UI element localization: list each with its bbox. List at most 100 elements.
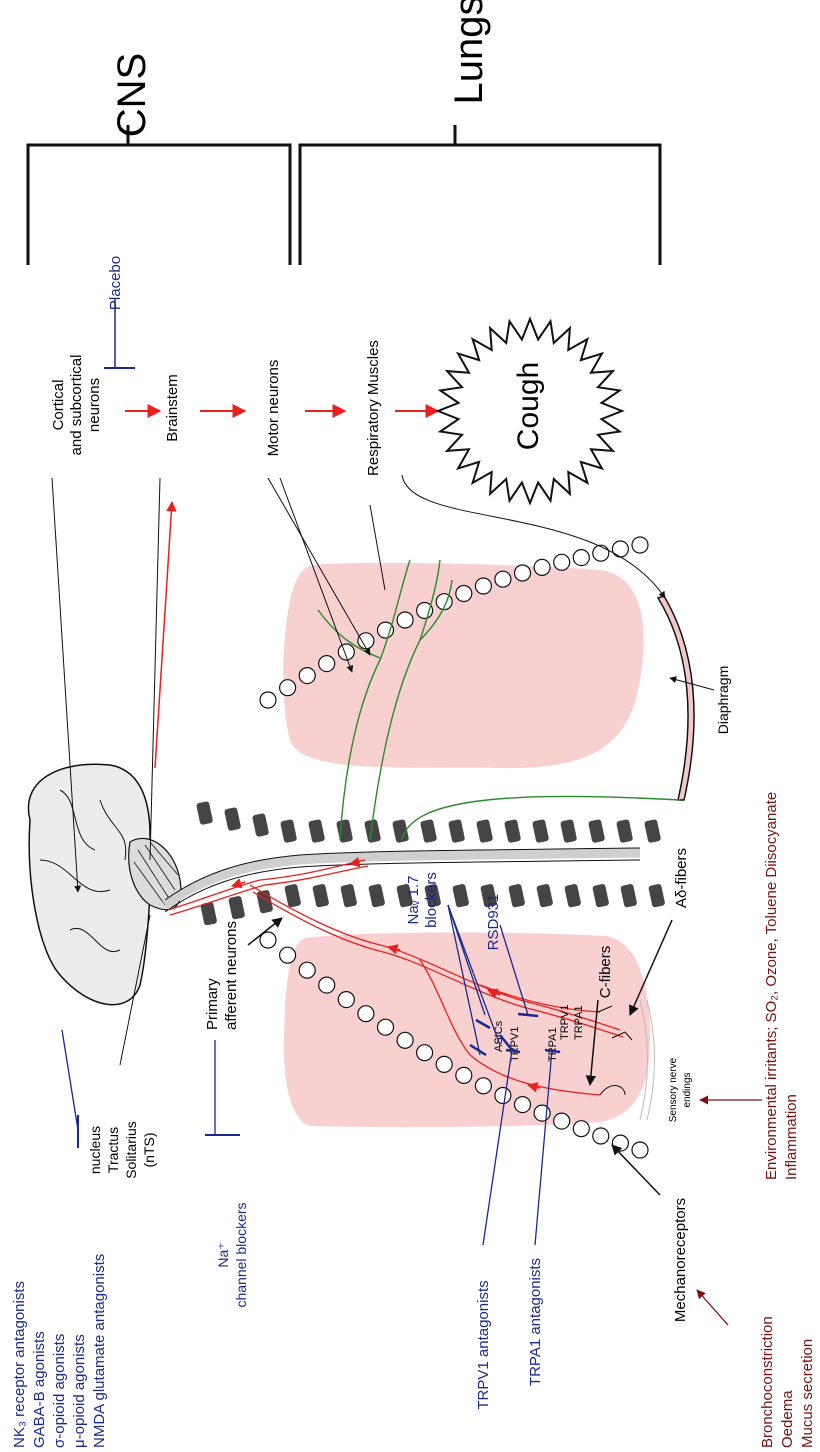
rib-segment (299, 962, 315, 978)
vertebra (592, 884, 609, 908)
svg-text:endings: endings (682, 1072, 693, 1107)
cns-bracket (28, 125, 290, 265)
rib-segment (456, 1067, 472, 1083)
lungs-bracket (300, 125, 660, 265)
cns-title: CNS (110, 53, 154, 137)
rib-segment (358, 1006, 374, 1022)
rib-segment (280, 947, 296, 963)
rib-segment (573, 550, 589, 566)
rsd931-label: RSD931 (485, 894, 502, 951)
vertebra (476, 819, 493, 843)
diaphragm-label: Diaphragm (715, 666, 731, 734)
central-drug-2: GABA-B agonists (31, 1331, 48, 1448)
diaphragm (658, 596, 694, 800)
central-drug-1: NK₃ receptor antagonists (11, 1281, 28, 1448)
svg-text:Tractus: Tractus (105, 1127, 121, 1173)
svg-text:channel blockers: channel blockers (233, 1202, 249, 1307)
tag-trpa1-upper: TRPA1 (573, 1005, 585, 1040)
svg-text:Bronchoconstriction: Bronchoconstriction (759, 1316, 776, 1448)
rib-segment (632, 537, 648, 553)
vertebra (336, 819, 353, 843)
lungs-title: Lungs (447, 0, 491, 104)
vertebra (280, 819, 297, 843)
svg-text:and subcortical: and subcortical (68, 355, 85, 456)
brainstem-label: Brainstem (164, 374, 181, 442)
rib-segment (495, 1088, 511, 1104)
a-delta-fibers-label: Aδ-fibers (673, 848, 690, 908)
rib-segment (280, 680, 296, 696)
rib-segment (358, 633, 374, 649)
vertebra (648, 884, 665, 908)
vertebra (228, 896, 245, 920)
rib-segment (417, 1045, 433, 1061)
nav-blockers-label: Naᵥ 1.7 blockers (405, 872, 440, 928)
tag-trpv1-upper: TRPV1 (559, 1005, 571, 1040)
svg-text:nucleus: nucleus (87, 1126, 103, 1174)
trpv1-antagonists-label: TRPV1 antagonists (475, 1280, 492, 1409)
rib-segment (632, 1142, 648, 1158)
vertebra (588, 819, 605, 843)
placebo-label: Placebo (107, 256, 124, 310)
rib-segment (378, 1019, 394, 1035)
respiratory-muscles-label: Respiratory Muscles (365, 340, 382, 476)
svg-text:(nTS): (nTS) (141, 1133, 157, 1168)
rib-segment (299, 668, 315, 684)
mechanoreceptors-label: Mechanoreceptors (672, 1198, 689, 1322)
vertebra (340, 884, 357, 908)
central-drug-3: σ-opioid agonists (51, 1334, 68, 1448)
svg-text:Solitarius: Solitarius (123, 1121, 139, 1179)
svg-text:Naᵥ 1.7: Naᵥ 1.7 (405, 875, 422, 924)
rib-segment (495, 571, 511, 587)
rib-segment (593, 545, 609, 561)
vertebra (504, 819, 521, 843)
na-channel-blockers-label: Na⁺ channel blockers (215, 1202, 249, 1307)
svg-text:afferent neurons: afferent neurons (223, 921, 240, 1030)
svg-text:Mucus secretion: Mucus secretion (799, 1339, 816, 1448)
vertebra (224, 807, 241, 831)
vertebra (368, 884, 385, 908)
rib-segment (475, 1078, 491, 1094)
vertebra (284, 884, 301, 908)
rib-segment (554, 554, 570, 570)
rib-segment (534, 1105, 550, 1121)
vertebra (252, 813, 269, 837)
cough-label: Cough (512, 362, 545, 450)
cough-starburst: Cough (438, 319, 622, 503)
rib-segment (612, 541, 628, 557)
central-drug-4: μ-opioid agonists (71, 1334, 88, 1448)
svg-text:Primary: Primary (204, 978, 221, 1030)
vertebra (616, 819, 633, 843)
vertebra (560, 819, 577, 843)
rib-segment (397, 612, 413, 628)
rib-segment (338, 992, 354, 1008)
vertebra (532, 819, 549, 843)
rib-segment (475, 578, 491, 594)
rib-segment (436, 1056, 452, 1072)
rib-segment (397, 1032, 413, 1048)
cortical-label: Cortical and subcortical neurons (50, 355, 103, 456)
vertebra (536, 884, 553, 908)
rib-segment (554, 1113, 570, 1129)
vertebra (308, 819, 325, 843)
vertebra (196, 801, 213, 825)
rib-segment (319, 977, 335, 993)
tag-asics: ASICs (493, 1020, 505, 1052)
rib-segment (515, 565, 531, 581)
svg-text:Environmental irritants; SO₂,: Environmental irritants; SO₂, Ozone, Tol… (763, 792, 780, 1180)
trigger-arrows (697, 1100, 762, 1325)
svg-text:blockers: blockers (423, 872, 440, 928)
environmental-irritants-label: Environmental irritants; SO₂, Ozone, Tol… (763, 792, 800, 1180)
nts-label: nucleus Tractus Solitarius (nTS) (87, 1121, 157, 1179)
vertebra (564, 884, 581, 908)
rib-segment (573, 1121, 589, 1137)
vertebra (392, 819, 409, 843)
primary-afferent-label: Primary afferent neurons (204, 921, 240, 1030)
rib-segment (456, 586, 472, 602)
c-fibers-label: C-fibers (597, 946, 614, 999)
rib-segment (260, 692, 276, 708)
vertebra (420, 819, 437, 843)
vertebra (620, 884, 637, 908)
trpa1-antagonists-label: TRPA1 antagonists (527, 1258, 544, 1386)
rib-segment (534, 559, 550, 575)
